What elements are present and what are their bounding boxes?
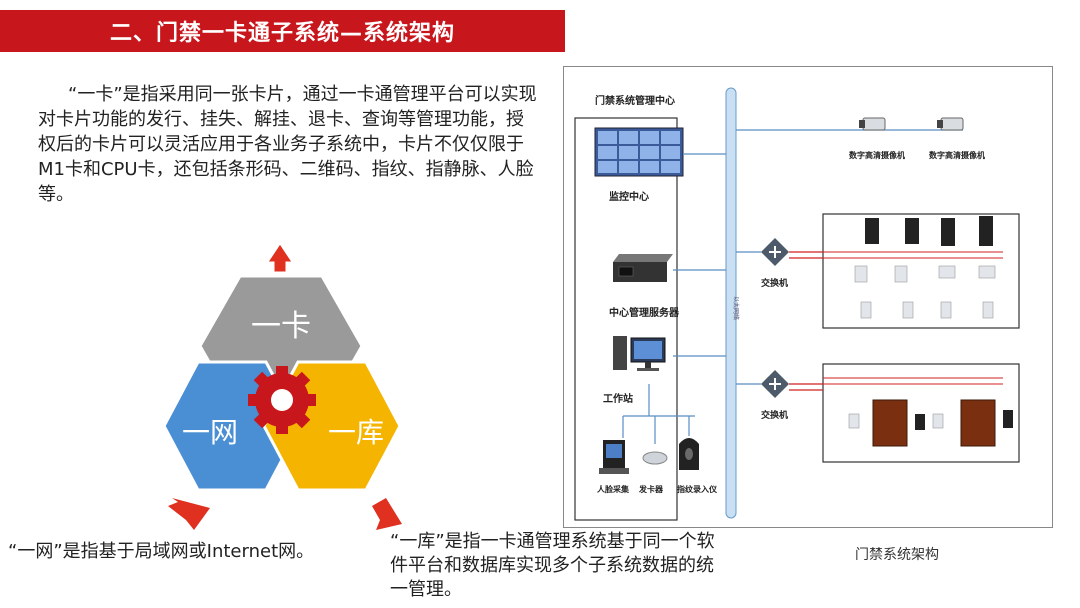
hex-right-label: 一库 (328, 416, 384, 449)
ethernet-bus (725, 87, 737, 519)
server-label: 中心管理服务器 (609, 306, 680, 319)
card-issuer-icon (642, 451, 668, 465)
bus-label: 以太网络 (732, 296, 740, 320)
page-title: 二、门禁一卡通子系统—系统架构 (0, 10, 565, 52)
fingerprint-reader-icon (679, 438, 699, 470)
hex-left-label: 一网 (182, 416, 238, 449)
up-arrow-icon (267, 243, 293, 273)
monitor-label: 监控中心 (609, 190, 649, 203)
face-capture-icon (599, 440, 629, 474)
access-group-1 (822, 213, 1020, 329)
monitor-wall-icon (594, 127, 684, 177)
hex-top-label: 一卡 (251, 309, 311, 344)
fingerprint-label: 指纹录入仪 (677, 484, 718, 494)
switch-1-icon (761, 238, 789, 266)
one-card-hex-diagram: 一卡 一网 一库 (162, 243, 402, 530)
workstation-icon (613, 336, 666, 371)
readers-row-1 (865, 216, 993, 246)
camera-1-label: 数字高清摄像机 (849, 150, 905, 160)
architecture-diagram: 门禁系统管理中心 以太网络 监控中心 中心管理服务器 工作站 人脸采集 (574, 87, 1020, 521)
ku-note: “一库”是指一卡通管理系统基于同一个软件平台和数据库实现多个子系统数据的统一管理… (390, 531, 715, 600)
camera-2-icon (937, 117, 964, 131)
switch-2-label: 交换机 (761, 409, 788, 421)
management-center-label: 门禁系统管理中心 (595, 94, 675, 107)
workstation-label: 工作站 (603, 392, 633, 405)
down-right-arrow-icon (372, 498, 402, 530)
access-group-2 (822, 363, 1020, 463)
switch-1-label: 交换机 (761, 277, 788, 289)
server-icon (613, 254, 673, 282)
doors-row-2 (848, 399, 1013, 447)
intro-paragraph: “一卡”是指采用同一张卡片，通过一卡通管理平台可以实现对卡片功能的发行、挂失、解… (38, 84, 537, 205)
camera-1-icon (859, 117, 886, 131)
wang-note: “一网”是指基于局域网或Internet网。 (8, 541, 315, 562)
face-label: 人脸采集 (597, 484, 630, 494)
diagram-caption: 门禁系统架构 (855, 547, 939, 563)
controllers-row-1 (854, 265, 996, 319)
card-issuer-label: 发卡器 (638, 484, 664, 494)
switch-2-icon (761, 370, 789, 398)
management-center-box (574, 117, 678, 521)
camera-2-label: 数字高清摄像机 (929, 150, 985, 160)
down-left-arrow-icon (168, 498, 210, 530)
gear-icon (248, 366, 316, 434)
